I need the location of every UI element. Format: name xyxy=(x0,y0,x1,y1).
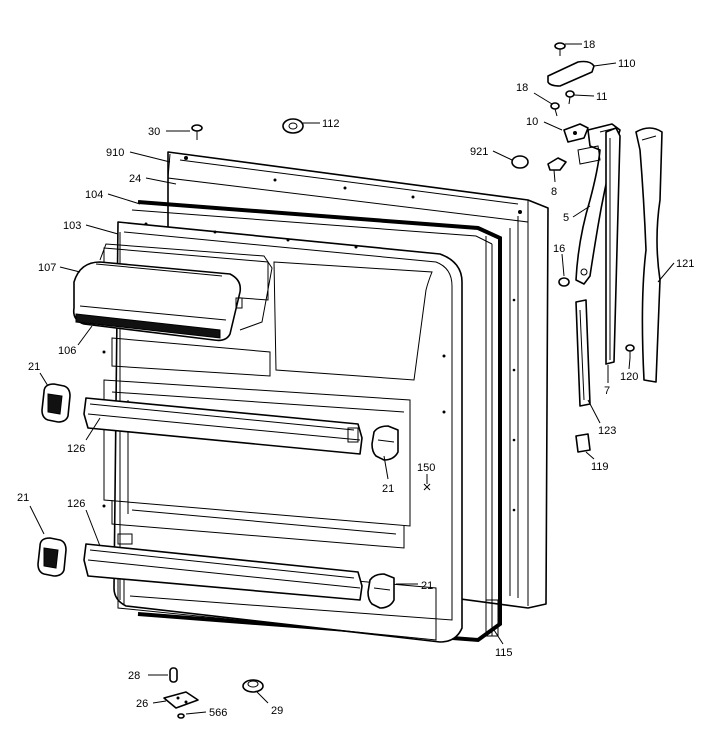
screw-18-top xyxy=(554,42,566,56)
hinge-10 xyxy=(563,123,589,143)
callout-120: 120 xyxy=(620,371,638,383)
callout-11: 11 xyxy=(596,91,607,103)
callout-126-upper: 126 xyxy=(67,443,85,455)
screw-120 xyxy=(625,344,635,358)
callout-10: 10 xyxy=(526,116,538,128)
callout-8: 8 xyxy=(551,186,557,198)
callout-104: 104 xyxy=(85,189,103,201)
callout-21-left-upper: 21 xyxy=(28,361,40,373)
callout-21-left-lower: 21 xyxy=(17,492,29,504)
shelf-bracket-right-lower xyxy=(367,573,395,609)
screw-16 xyxy=(558,277,570,287)
shelf-bracket-left-upper xyxy=(41,383,71,423)
rod-123 xyxy=(575,299,591,407)
dairy-door xyxy=(72,243,273,342)
bracket-8 xyxy=(547,157,567,171)
callout-119: 119 xyxy=(591,461,609,473)
callout-115: 115 xyxy=(495,647,513,659)
pin-28 xyxy=(169,667,178,683)
shelf-bracket-left-lower xyxy=(37,537,67,577)
callout-26: 26 xyxy=(136,698,148,710)
callout-566: 566 xyxy=(209,707,227,719)
hinge-cover-110 xyxy=(547,60,595,87)
cap-921 xyxy=(511,155,529,169)
callout-5: 5 xyxy=(563,212,569,224)
callout-107: 107 xyxy=(38,262,56,274)
callout-30: 30 xyxy=(148,126,160,138)
callout-24: 24 xyxy=(129,173,141,185)
shelf-bracket-right-upper xyxy=(371,425,399,461)
callout-110: 110 xyxy=(618,58,636,70)
leader-lines xyxy=(29,43,675,715)
plug-112 xyxy=(282,118,304,134)
clip-150 xyxy=(423,483,431,491)
lower-shelf xyxy=(83,533,363,601)
bumper-29 xyxy=(242,679,264,693)
screw-30 xyxy=(191,124,203,140)
callout-21-right-lower: 21 xyxy=(421,580,433,592)
callout-123: 123 xyxy=(598,425,616,437)
screw-18-mid xyxy=(550,102,560,117)
callout-16: 16 xyxy=(553,243,565,255)
callout-126-lower: 126 xyxy=(67,498,85,510)
callout-121: 121 xyxy=(676,258,694,270)
callout-28: 28 xyxy=(128,670,140,682)
callout-labels: 18 110 18 11 10 30 112 910 921 24 8 104 … xyxy=(17,39,694,719)
callout-18-top: 18 xyxy=(583,39,595,51)
callout-29: 29 xyxy=(271,705,283,717)
callout-21-right-upper: 21 xyxy=(382,483,394,495)
handle-trim-121 xyxy=(635,127,663,383)
plate-26 xyxy=(163,691,199,709)
handle-rail-7 xyxy=(605,127,621,365)
callout-18-mid: 18 xyxy=(516,82,528,94)
callout-150: 150 xyxy=(417,462,435,474)
callout-910: 910 xyxy=(106,147,124,159)
upper-shelf xyxy=(83,397,363,455)
callout-7: 7 xyxy=(604,385,610,397)
callout-103: 103 xyxy=(63,220,81,232)
bushing-119 xyxy=(575,433,591,453)
callout-106: 106 xyxy=(58,345,76,357)
callout-112: 112 xyxy=(322,118,340,130)
screw-11 xyxy=(565,90,575,105)
screw-566 xyxy=(177,713,185,719)
callout-921: 921 xyxy=(470,146,488,158)
